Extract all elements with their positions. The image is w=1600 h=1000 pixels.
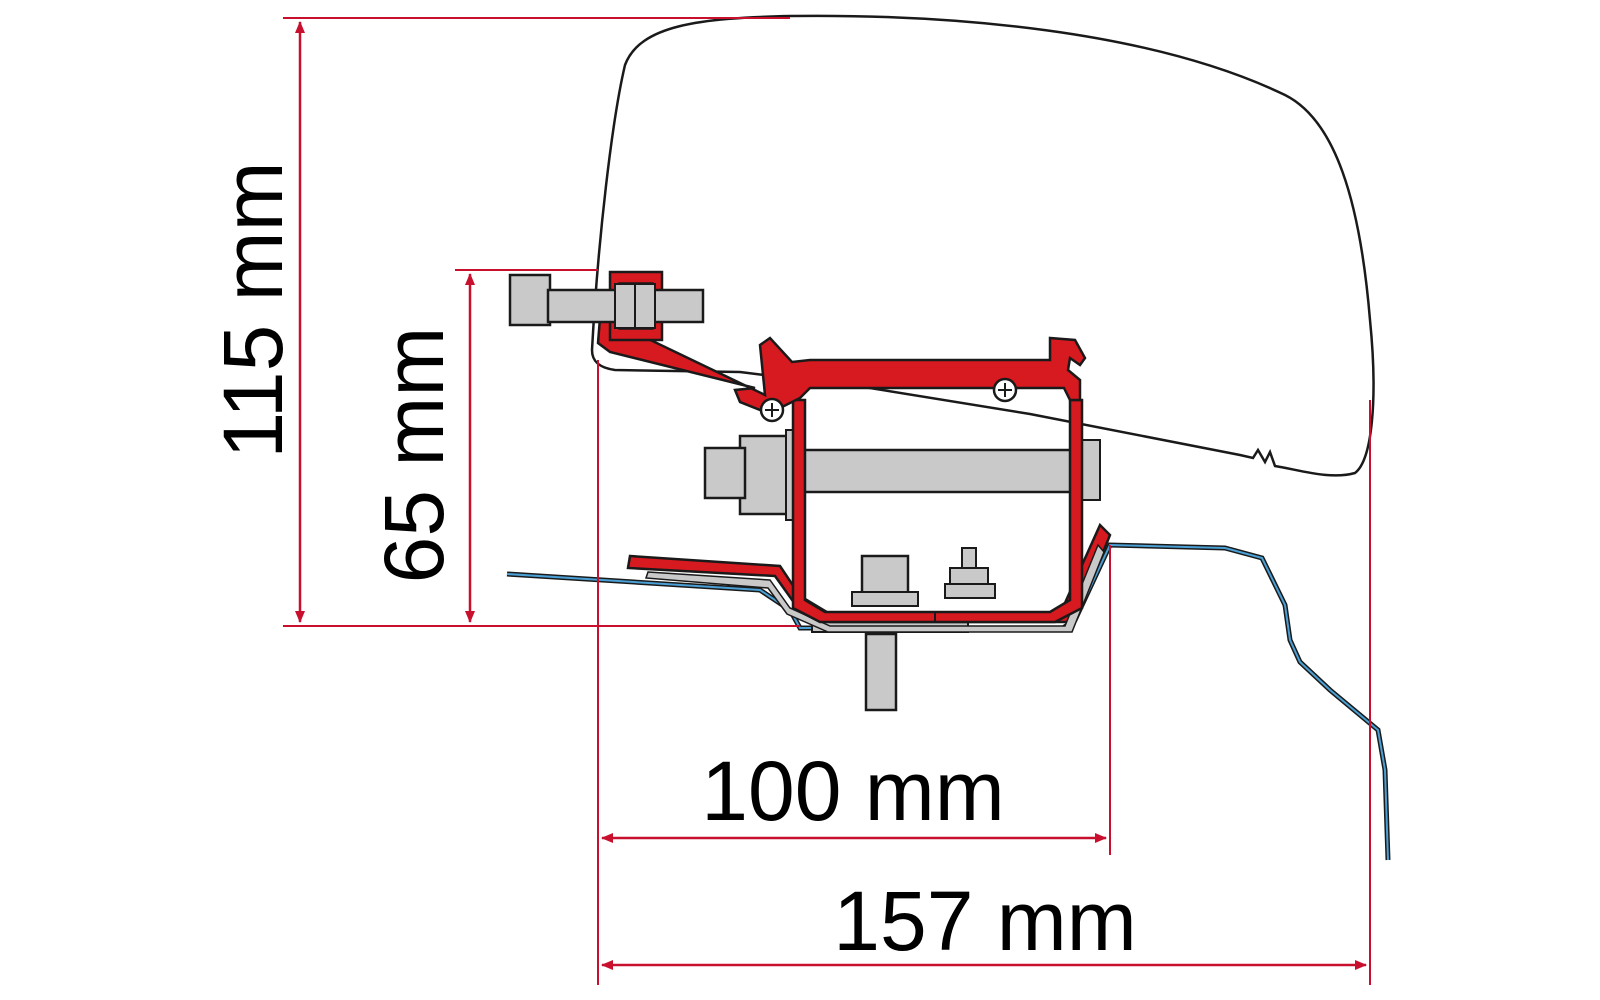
roof-panel-left-inner xyxy=(506,543,1389,861)
inner-nut-right xyxy=(949,567,989,585)
top-bolt-nut-2 xyxy=(634,283,656,329)
screw-right xyxy=(992,377,1018,403)
lower-clamp-plate-gray xyxy=(644,543,1105,633)
top-profile-arm xyxy=(596,316,1087,412)
awning-housing-outline xyxy=(590,14,1375,477)
label-width-total: 157 mm xyxy=(833,874,1136,968)
u-bracket xyxy=(791,398,1084,624)
label-height-total: 115 mm xyxy=(206,161,300,458)
through-bolt-end xyxy=(703,446,747,500)
label-height-bracket: 65 mm xyxy=(367,327,461,584)
through-bolt-shaft xyxy=(758,448,1092,494)
top-bolt-head xyxy=(508,273,552,327)
inner-nut-left xyxy=(860,554,910,598)
bottom-bolt xyxy=(864,632,898,712)
inner-bolt-right xyxy=(961,547,977,571)
inner-nut-right-base xyxy=(944,583,996,599)
inner-nut-left-base xyxy=(851,591,919,607)
screw-left xyxy=(759,397,785,423)
through-bolt-nut xyxy=(738,434,790,516)
label-width-inner: 100 mm xyxy=(701,744,1004,838)
